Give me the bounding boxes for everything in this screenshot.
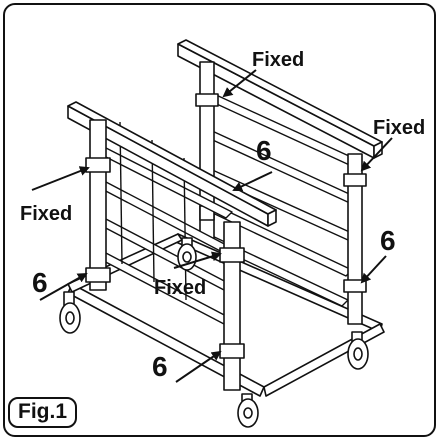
label-six-right: 6: [380, 225, 396, 256]
arrow-six-top: [232, 171, 273, 192]
front-base-rail: [67, 283, 265, 397]
label-six-top: 6: [256, 135, 272, 166]
front-right-post: [219, 221, 245, 391]
arrow-fixed-right: [360, 137, 393, 172]
caster-wheel: [59, 291, 81, 334]
arrow-six-left: [39, 273, 88, 301]
arrow-fixed-left: [31, 166, 90, 191]
caster-wheel: [347, 331, 369, 370]
label-six-bottom: 6: [152, 351, 168, 382]
figure-frame: Fixed Fixed Fixed Fixed 6 6 6 6: [3, 3, 436, 437]
label-six-left: 6: [32, 267, 48, 298]
arrow-six-bottom: [175, 350, 222, 383]
arrow-six-right: [360, 255, 387, 284]
figure-caption: Fig.1: [8, 397, 78, 428]
front-left-post: [85, 119, 111, 291]
arrow-fixed-top: [222, 69, 257, 98]
back-left-post: [195, 61, 219, 241]
scissor-stand-illustration: Fixed Fixed Fixed Fixed 6 6 6 6: [20, 39, 425, 428]
label-fixed-right: Fixed: [373, 117, 425, 139]
label-fixed-top: Fixed: [252, 49, 304, 71]
back-right-post: [343, 153, 367, 325]
arrow-fixed-center: [173, 251, 222, 269]
label-fixed-center: Fixed: [154, 277, 206, 299]
label-fixed-left: Fixed: [20, 203, 72, 225]
caster-wheel: [237, 393, 259, 428]
